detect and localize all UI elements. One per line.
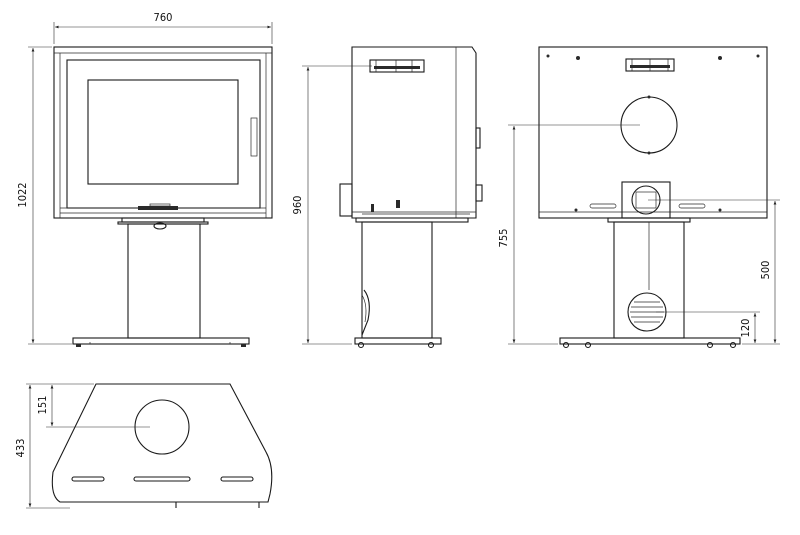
top-depth-label: 433 xyxy=(14,439,27,458)
rear-outlet-height-dimension: 500 xyxy=(648,199,780,345)
side-view xyxy=(339,46,483,349)
rear-view xyxy=(538,46,768,349)
front-width-dimension: 760 xyxy=(53,11,273,44)
front-width-label: 760 xyxy=(154,11,173,24)
rear-flue-height-dimension: 755 xyxy=(497,124,640,345)
rear-outlet-height-label: 500 xyxy=(759,261,772,280)
rear-air-inlet-height-label: 120 xyxy=(739,319,752,338)
top-view xyxy=(51,383,273,508)
side-height-dimension: 960 xyxy=(291,65,372,345)
top-flue-offset-label: 151 xyxy=(36,396,49,415)
rear-flue-height-label: 755 xyxy=(497,229,510,248)
side-height-label: 960 xyxy=(291,196,304,215)
rear-air-inlet-height-dimension: 120 xyxy=(656,311,760,343)
front-height-dimension: 1022 xyxy=(16,46,72,345)
front-view xyxy=(53,46,273,347)
top-flue-offset-dimension: 151 xyxy=(36,385,150,428)
front-height-label: 1022 xyxy=(16,182,29,207)
top-depth-dimension: 433 xyxy=(14,383,94,509)
